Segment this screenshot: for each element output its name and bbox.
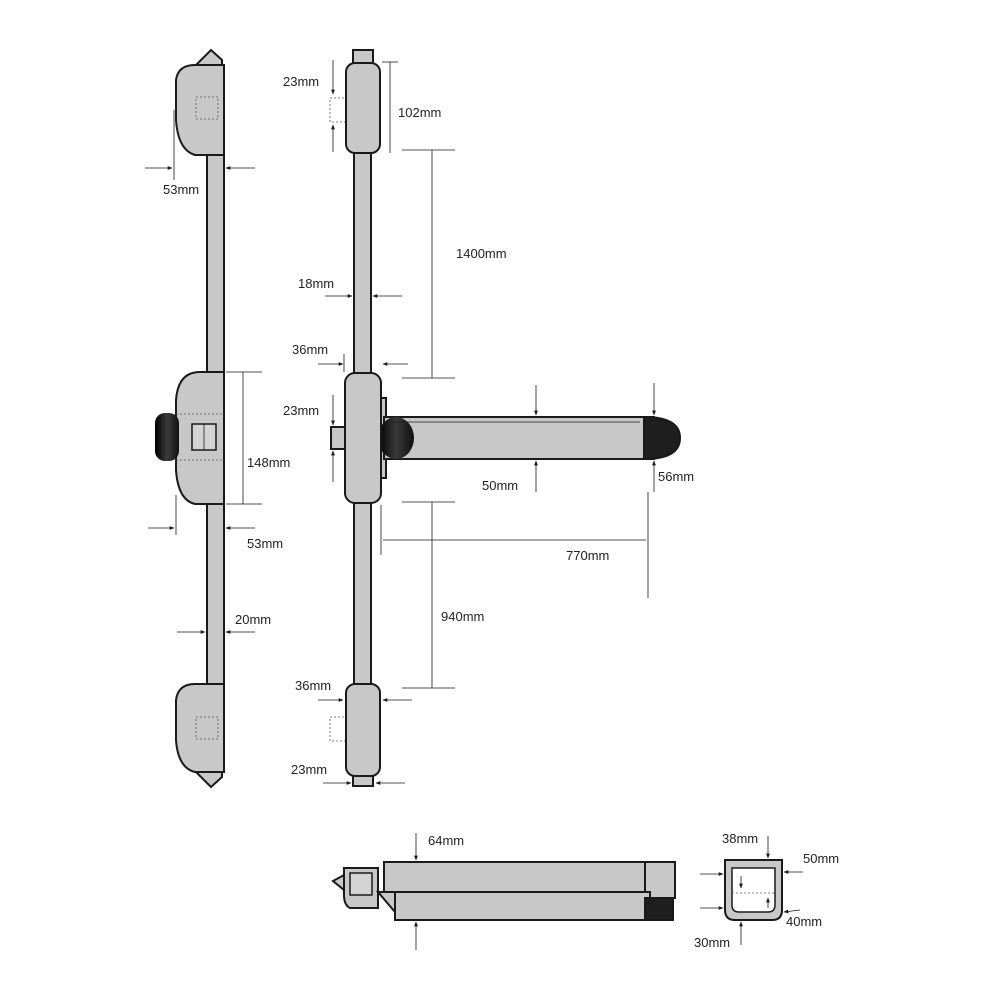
- dim-front-bar-dia: 50mm: [482, 478, 518, 493]
- dim-side-top-depth: 53mm: [163, 182, 199, 197]
- dim-front-lower-case-width: 36mm: [295, 678, 331, 693]
- dim-front-upper-case-width: 36mm: [292, 342, 328, 357]
- push-bar: [378, 415, 682, 461]
- dim-front-bar-length: 770mm: [566, 548, 609, 563]
- dim-front-bottom-bolt: 23mm: [291, 762, 327, 777]
- dim-section-inner: 40mm: [786, 914, 822, 929]
- dim-front-mid-bolt: 23mm: [283, 403, 319, 418]
- dim-front-rod-width: 18mm: [298, 276, 334, 291]
- dim-front-top-case: 102mm: [398, 105, 441, 120]
- side-top-latch: [175, 48, 225, 156]
- dim-front-upper-rod-length: 1400mm: [456, 246, 507, 261]
- dim-plan-height: 64mm: [428, 833, 464, 848]
- dim-section-outer: 50mm: [803, 851, 839, 866]
- front-view: 23mm 102mm 1400mm 18mm 36mm 23mm 50mm 56…: [283, 49, 694, 787]
- side-bottom-latch: [175, 683, 225, 789]
- side-middle-box: [155, 371, 225, 505]
- dim-front-bar-end: 56mm: [658, 469, 694, 484]
- dim-front-lower-rod-length: 940mm: [441, 609, 484, 624]
- dim-section-bottom: 30mm: [694, 935, 730, 950]
- side-knob: [155, 413, 179, 461]
- dim-front-top-bolt: 23mm: [283, 74, 319, 89]
- dim-section-top: 38mm: [722, 831, 758, 846]
- side-view: 53mm 148mm 53mm 20mm: [145, 48, 290, 789]
- dim-side-mid-depth: 53mm: [247, 536, 283, 551]
- front-bottom-case: [345, 683, 381, 777]
- front-upper-rod: [353, 149, 372, 377]
- dim-side-rod: 20mm: [235, 612, 271, 627]
- plan-view: 64mm: [331, 833, 676, 950]
- front-mid-case: [344, 372, 382, 504]
- profile-section: 38mm 50mm 40mm 30mm: [694, 831, 839, 950]
- front-lower-rod: [353, 499, 372, 689]
- dim-side-box-height: 148mm: [247, 455, 290, 470]
- front-top-case: [345, 62, 381, 154]
